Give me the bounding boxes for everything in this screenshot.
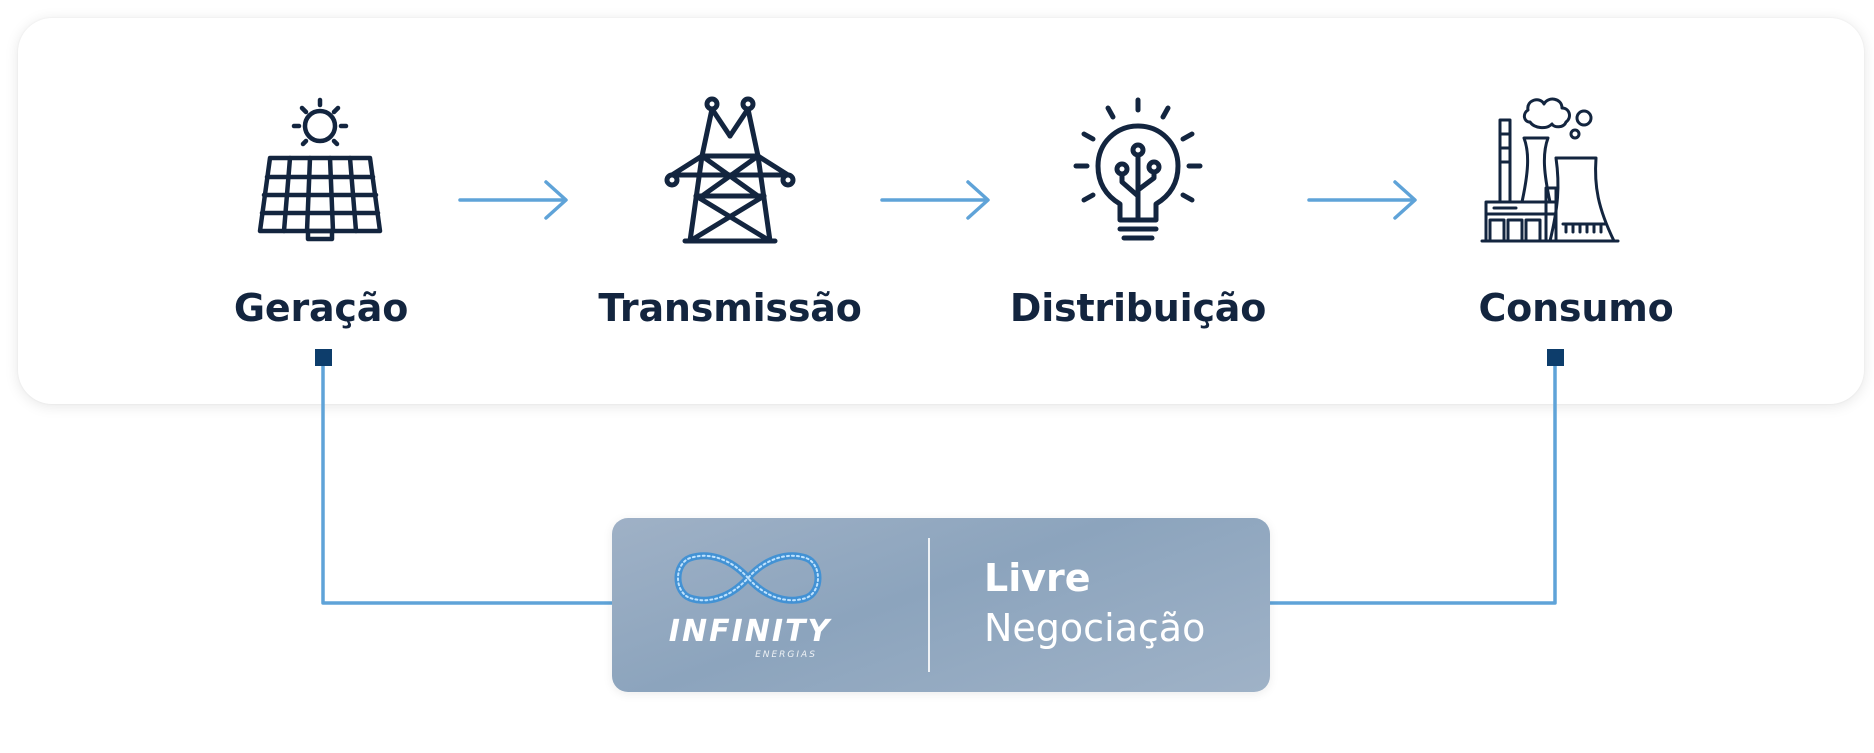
light-bulb-icon — [1073, 97, 1203, 241]
logo-wordmark: INFINITY — [668, 614, 832, 649]
consumption-connector-line — [1268, 356, 1557, 605]
solar-panel-icon — [257, 97, 383, 242]
step-label-distribution: Distribuição — [1009, 286, 1267, 330]
logo-tagline: ENERGIAS — [755, 650, 817, 660]
free-market-box: INFINITY ENERGIAS Livre Negociação — [612, 518, 1270, 692]
arrow-right-icon — [458, 180, 568, 220]
arrow-right-icon — [1307, 180, 1417, 220]
generation-connector-marker — [315, 349, 332, 366]
step-label-generation: Geração — [233, 286, 409, 330]
transmission-tower-icon — [664, 96, 796, 244]
market-divider — [928, 538, 930, 672]
infinity-logo-icon — [674, 552, 822, 604]
generation-connector-line — [321, 356, 614, 605]
market-title: Livre — [984, 556, 1091, 600]
arrow-right-icon — [880, 180, 990, 220]
step-label-consumption: Consumo — [1478, 286, 1674, 330]
step-label-transmission: Transmissão — [598, 286, 862, 330]
factory-icon — [1480, 97, 1620, 243]
energy-flow-card: Geração Transmissão — [18, 18, 1864, 404]
market-subtitle: Negociação — [984, 606, 1206, 650]
consumption-connector-marker — [1547, 349, 1564, 366]
